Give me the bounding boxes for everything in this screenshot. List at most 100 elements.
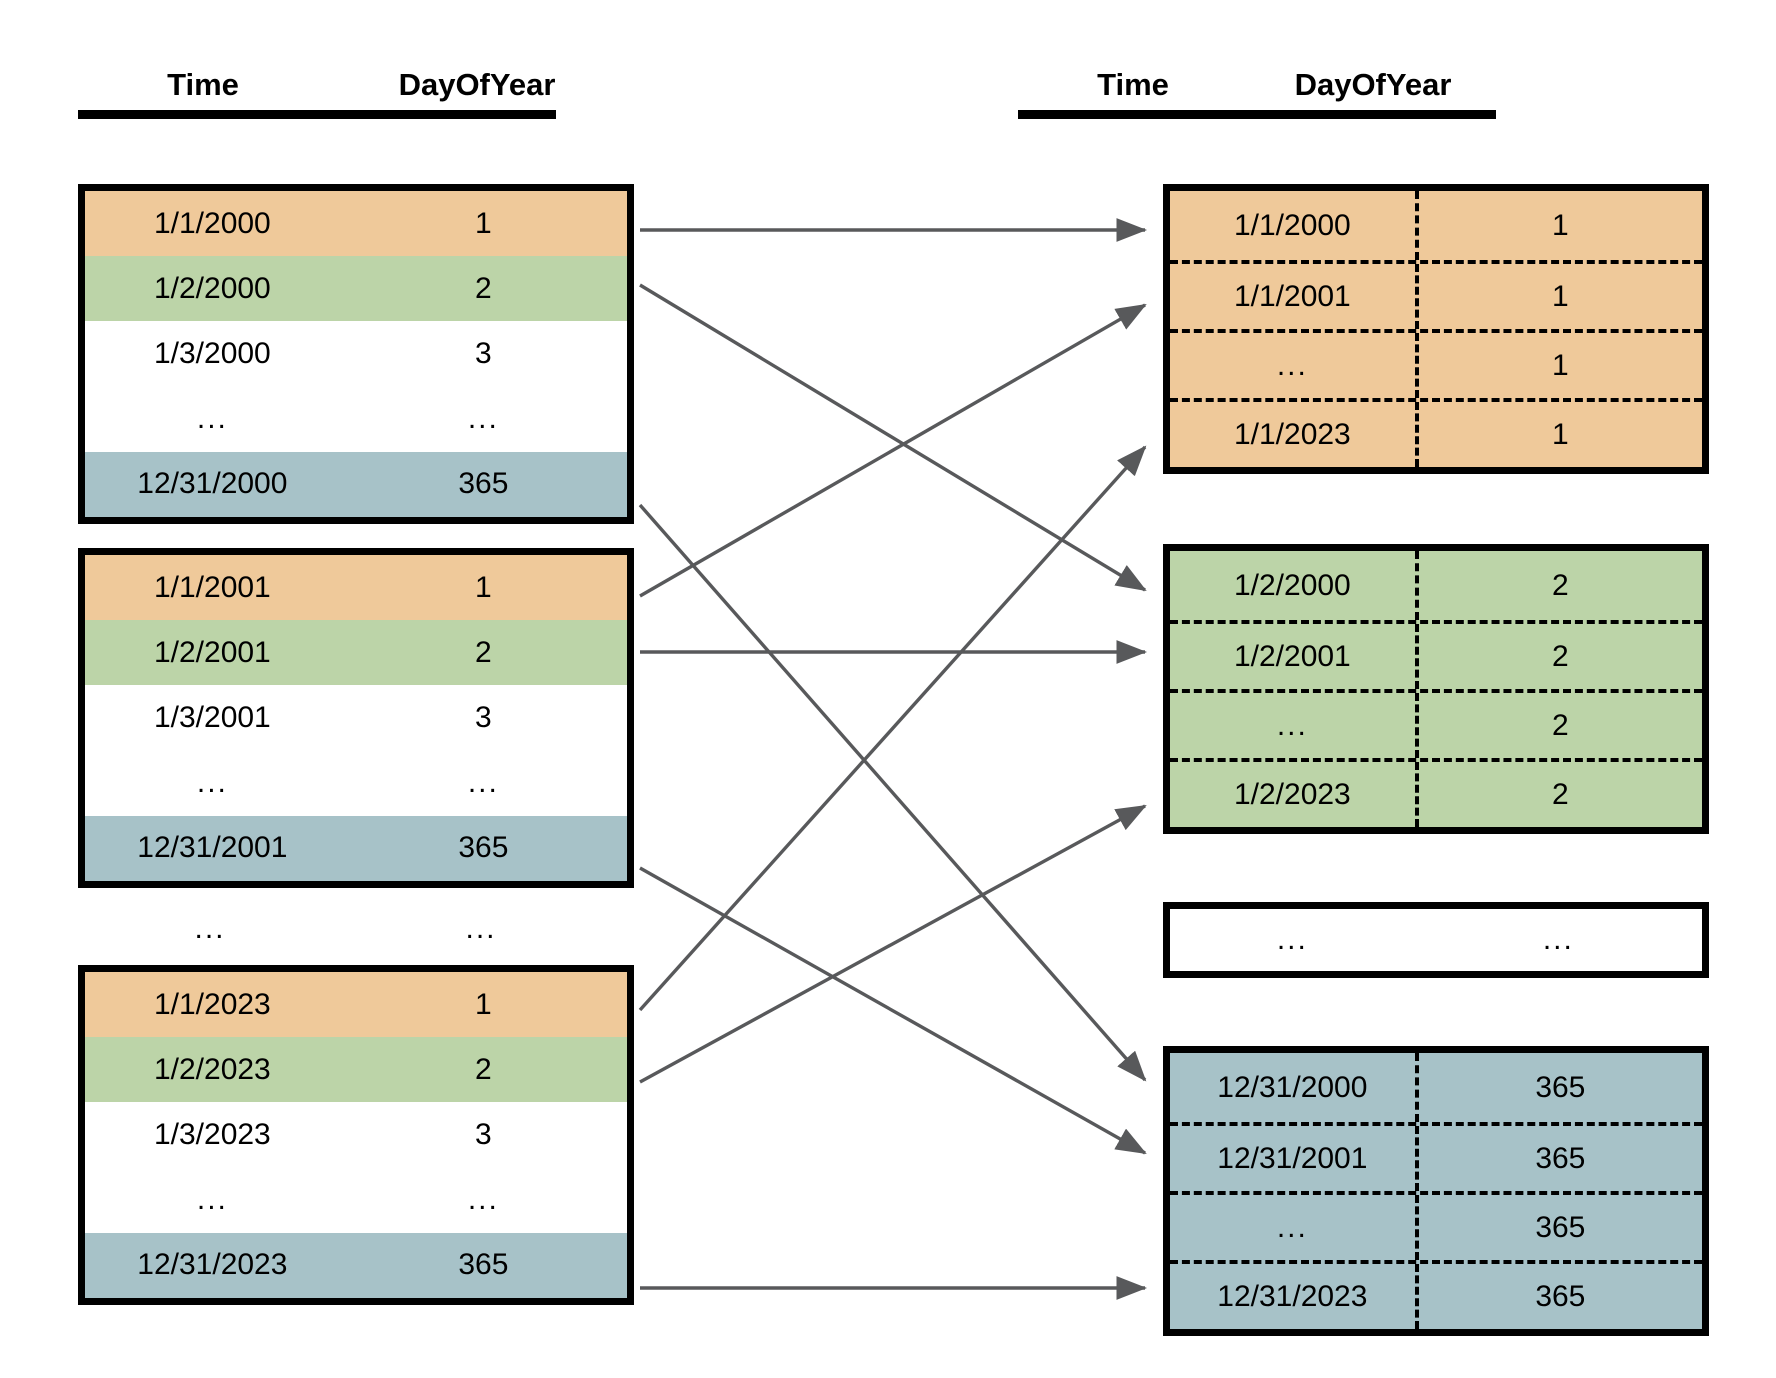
table-row: 1/1/2000 1 [85,191,627,257]
arrow-1-2-2000 [639,283,1147,592]
table-row: 12/31/2001 365 [85,815,627,881]
table-row: 1/1/2023 1 [1170,398,1702,467]
left-tables-ellipsis-row: ... ... [85,900,627,958]
table-row: ... 2 [1170,689,1702,758]
right-header-time: Time [1097,67,1169,102]
cell-time: 12/31/2000 [137,467,288,501]
cell-dayofyear: 3 [475,336,492,370]
table-row: 1/3/2000 3 [85,321,627,387]
cell-time: 1/1/2001 [1233,279,1351,313]
cell-time: ... [1276,923,1308,956]
source-table-year-2000: 1/1/2000 1 1/2/2000 2 1/3/2000 3...... 12/31/2… [78,184,634,524]
cell-time: 1/2/2023 [1233,777,1351,811]
arrow-12-31-2001 [639,866,1147,1155]
table-row: ... 1 [1170,329,1702,398]
cell-time: ... [1276,1210,1308,1244]
cell-time: ... [1276,348,1308,382]
cell-dayofyear: ... [467,1183,499,1217]
cell-dayofyear: 1 [1414,402,1702,467]
cell-time: 1/2/2000 [153,271,271,305]
table-row: 12/31/2023 365 [1170,1260,1702,1329]
table-row: 1/2/2000 2 [85,256,627,322]
cell-dayofyear: 2 [1414,624,1702,689]
table-row: 1/2/2001 2 [85,620,627,686]
cell-time: 1/3/2001 [153,700,271,734]
cell-time: 12/31/2001 [1217,1141,1368,1175]
cell-time: ... [196,766,228,800]
arrow-1-1-2001 [639,303,1147,598]
table-row: ...... [85,386,627,452]
cell-time: ... [196,402,228,436]
left-header-dayofyear: DayOfYear [398,67,556,102]
cell-dayofyear: ... [467,766,499,800]
cell-dayofyear: ... [467,402,499,436]
cell-time: 1/2/2023 [153,1052,271,1086]
cell-dayofyear: 365 [1414,1264,1702,1329]
cell-time: 1/1/2000 [153,206,271,240]
left-header-time: Time [167,67,239,102]
cell-dayofyear: 365 [1414,1053,1702,1122]
cell-dayofyear: 1 [1414,191,1702,260]
cell-time: ... [196,1183,228,1217]
cell-dayofyear: ... [1542,923,1574,956]
cell-dayofyear: 3 [475,1117,492,1151]
table-row: 12/31/2001 365 [1170,1122,1702,1191]
cell-time: 12/31/2023 [137,1248,288,1282]
target-table-dayofyear-ellipsis: ...... [1163,902,1709,978]
cell-time: 12/31/2000 [1217,1070,1368,1104]
table-row: 1/2/2000 2 [1170,551,1702,620]
cell-time: 12/31/2001 [137,831,288,865]
table-row: 1/1/2001 1 [1170,260,1702,329]
cell-dayofyear: 1 [475,206,492,240]
cell-dayofyear: 1 [475,570,492,604]
cell-time: 1/3/2023 [153,1117,271,1151]
cell-time: 1/1/2023 [1233,417,1351,451]
table-row: ...... [1170,909,1702,971]
right-header-dayofyear: DayOfYear [1294,67,1452,102]
cell-time: 12/31/2023 [1217,1279,1368,1313]
cell-time: 1/3/2000 [153,336,271,370]
cell-dayofyear: 2 [1414,693,1702,758]
table-row: 1/1/2023 1 [85,972,627,1038]
cell-time: 1/2/2001 [153,635,271,669]
table-row: 12/31/2000 365 [1170,1053,1702,1122]
arrow-1-1-2023 [638,445,1147,1012]
right-column-headers: Time DayOfYear [1018,52,1498,119]
left-header-rule [78,110,556,119]
cell-dayofyear: 365 [1414,1195,1702,1260]
cell-dayofyear: 365 [1414,1126,1702,1191]
cell-dayofyear: 2 [1414,551,1702,620]
cell-time: 1/1/2023 [153,987,271,1021]
table-row: 1/2/2001 2 [1170,620,1702,689]
cell-time: 1/2/2001 [1233,639,1351,673]
right-header-rule [1018,110,1496,119]
table-row: ...... [85,1167,627,1233]
cell-dayofyear: 2 [475,635,492,669]
table-row: ... 365 [1170,1191,1702,1260]
cell-time: ... [1276,708,1308,742]
cell-time: 1/2/2000 [1233,568,1351,602]
cell-dayofyear: 1 [475,987,492,1021]
left-ellipsis-dayofyear: ... [465,912,497,945]
table-row: ...... [85,750,627,816]
cell-dayofyear: 1 [1414,333,1702,398]
cell-dayofyear: 365 [458,467,509,501]
cell-dayofyear: 365 [458,831,509,865]
table-row: 1/3/2023 3 [85,1102,627,1168]
cell-dayofyear: 2 [475,271,492,305]
arrow-1-2-2023 [639,804,1147,1084]
left-ellipsis-time: ... [194,912,226,945]
cell-dayofyear: 1 [1414,264,1702,329]
